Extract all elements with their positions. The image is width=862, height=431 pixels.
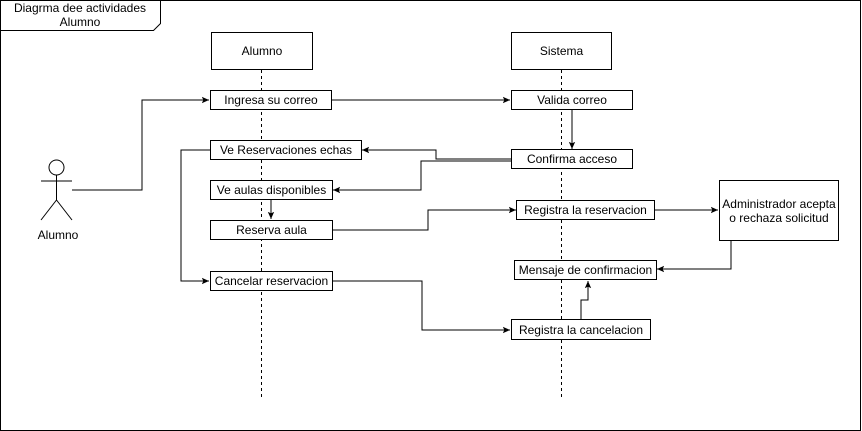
connector-actor-to-ingresa — [72, 96, 209, 191]
connector-confirma-to-reservaciones — [362, 146, 511, 160]
frame-title-tab — [0, 0, 161, 31]
activity-cancelar-reservacion[interactable]: Cancelar reservacion — [210, 271, 333, 291]
connector-cancelar-to-registra-cancelacion — [333, 280, 510, 334]
connector-cancelacion-to-mensaje — [580, 281, 592, 319]
connector-reservaciones-to-cancelar — [180, 149, 210, 285]
activity-valida-correo[interactable]: Valida correo — [511, 90, 633, 110]
lifeline-header-sistema[interactable]: Sistema — [511, 32, 612, 70]
activity-ve-aulas[interactable]: Ve aulas disponibles — [210, 180, 333, 200]
actor-label: Alumno — [37, 228, 79, 242]
activity-confirma-acceso[interactable]: Confirma acceso — [511, 149, 633, 169]
activity-registra-reservacion[interactable]: Registra la reservacion — [516, 200, 655, 220]
connector-confirma-to-aulas — [333, 160, 511, 194]
activity-administrador[interactable]: Administrador acepta o rechaza solicitud — [719, 180, 839, 241]
lifeline-header-alumno[interactable]: Alumno — [211, 32, 313, 70]
stick-figure-actor-icon — [40, 159, 73, 221]
activity-mensaje-confirmacion[interactable]: Mensaje de confirmacion — [514, 260, 657, 280]
activity-ve-reservaciones[interactable]: Ve Reservaciones echas — [210, 140, 362, 160]
connector-administrador-to-mensaje — [657, 241, 732, 273]
diagram-title: Diagrma dee actividades Alumno — [13, 1, 147, 29]
activity-ingresa-correo[interactable]: Ingresa su correo — [210, 90, 332, 110]
activity-reserva-aula[interactable]: Reserva aula — [210, 220, 333, 240]
activity-registra-cancelacion[interactable]: Registra la cancelacion — [511, 319, 651, 340]
connector-reserva-to-registra — [333, 206, 516, 231]
